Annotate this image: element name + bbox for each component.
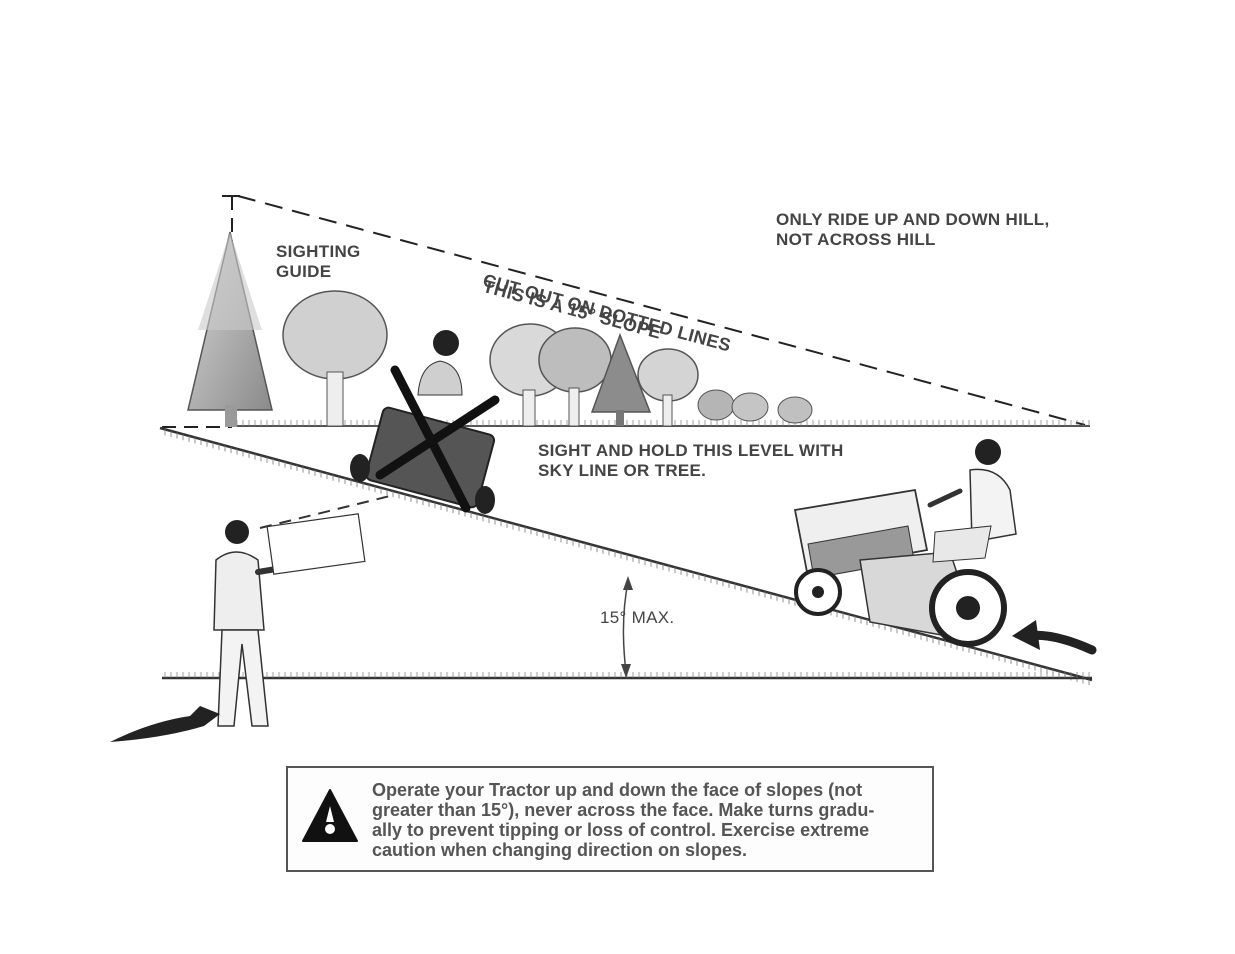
warning-text: Operate your Tractor up and down the fac…	[372, 780, 928, 860]
warning-line-4: caution when changing direction on slope…	[372, 840, 748, 860]
tree-icon	[282, 290, 388, 427]
warning-line-2: greater than 15°), never across the face…	[372, 800, 875, 820]
tractor-across-hill-icon	[350, 330, 500, 514]
horizon-line	[162, 420, 1090, 428]
warning-line-3: ally to prevent tipping or loss of contr…	[372, 820, 870, 840]
angle-indicator	[621, 576, 633, 678]
warning-box: Operate your Tractor up and down the fac…	[286, 766, 934, 872]
pine-tree-icon	[187, 231, 273, 427]
warning-triangle-icon	[302, 789, 358, 842]
direction-arrow-icon	[1012, 620, 1097, 655]
person-sighting-icon	[110, 495, 391, 742]
sight-note-line-2: SKY LINE OR TREE.	[538, 461, 707, 480]
ride-note-line-1: ONLY RIDE UP AND DOWN HILL,	[776, 210, 1050, 229]
sighting-guide-label: SIGHTING GUIDE	[276, 242, 361, 282]
sight-note-label: SIGHT AND HOLD THIS LEVEL WITH SKY LINE …	[538, 441, 844, 481]
ride-note-label: ONLY RIDE UP AND DOWN HILL, NOT ACROSS H…	[776, 210, 1050, 250]
bush-icon	[697, 389, 813, 424]
warning-line-1: Operate your Tractor up and down the fac…	[372, 780, 863, 800]
tractor-up-hill-icon	[793, 439, 1017, 647]
sighting-guide-line-1: SIGHTING	[276, 242, 361, 261]
sight-note-line-1: SIGHT AND HOLD THIS LEVEL WITH	[538, 441, 844, 460]
ride-note-line-2: NOT ACROSS HILL	[776, 230, 936, 249]
tree-icon	[637, 348, 699, 427]
angle-max-label: 15° MAX.	[600, 608, 675, 627]
slope-line	[159, 426, 1093, 686]
sighting-guide-line-2: GUIDE	[276, 262, 332, 281]
pine-tree-icon	[590, 332, 652, 426]
